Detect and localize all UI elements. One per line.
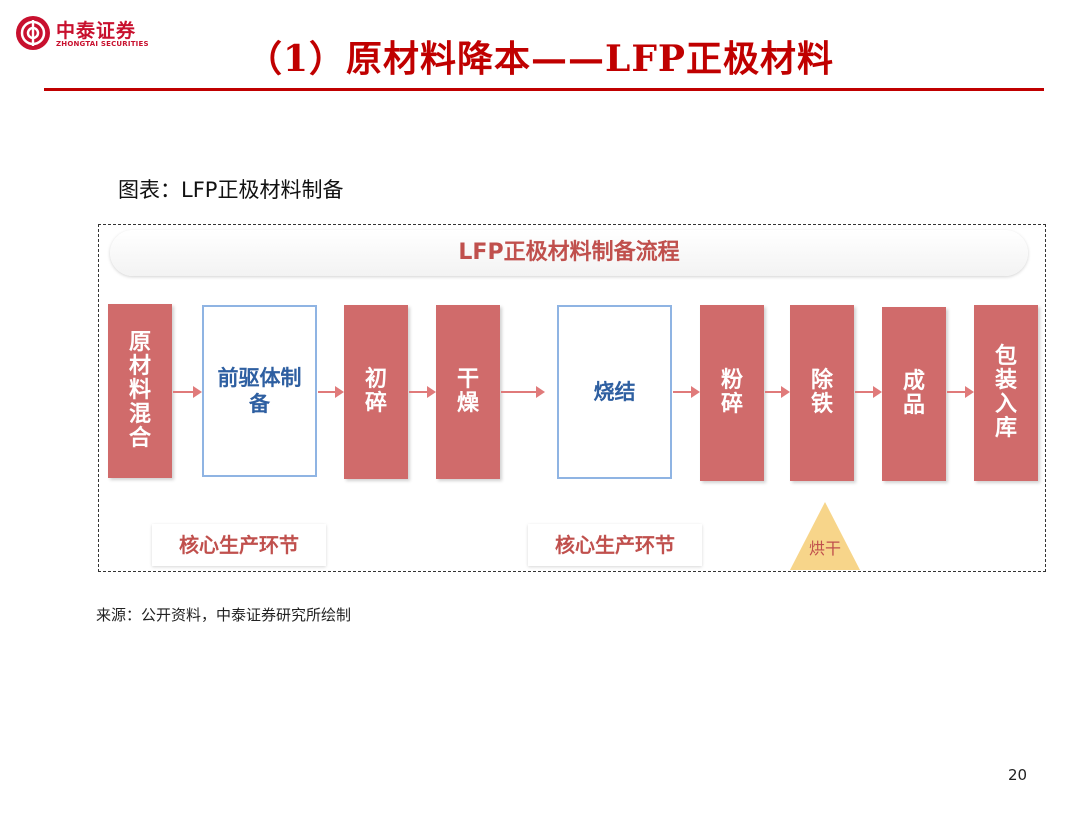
logo-text-en: ZHONGTAI SECURITIES: [56, 40, 149, 48]
logo-icon: [16, 16, 50, 50]
source-note: 来源：公开资料，中泰证券研究所绘制: [96, 606, 352, 624]
drying-triangle-icon: [790, 502, 860, 570]
flow-arrow: [409, 386, 436, 398]
step-primary-crushing: 初碎: [344, 305, 408, 479]
step-label: 包装入库: [994, 344, 1017, 441]
step-label: 初碎: [364, 367, 387, 416]
logo-text-cn: 中泰证券: [56, 20, 137, 42]
flow-arrow: [855, 386, 882, 398]
title-divider: [44, 88, 1044, 91]
step-raw-material-mixing: 原材料混合: [108, 304, 172, 478]
step-label: 粉碎: [720, 368, 743, 417]
diagram-frame: [98, 224, 1046, 572]
step-pulverizing: 粉碎: [700, 305, 764, 481]
step-packaging-storage: 包装入库: [974, 305, 1038, 481]
flow-arrow: [173, 386, 202, 398]
step-drying: 干燥: [436, 305, 500, 479]
flow-arrow: [501, 386, 545, 398]
flow-arrow: [318, 386, 344, 398]
figure-caption: 图表：LFP正极材料制备: [118, 178, 344, 202]
step-label: 成品: [902, 369, 925, 418]
step-label: 干燥: [456, 367, 479, 416]
flow-banner: LFP正极材料制备流程: [110, 230, 1028, 276]
company-logo: 中泰证券 ZHONGTAI SECURITIES: [16, 14, 166, 54]
core-process-label: 核心生产环节: [528, 524, 702, 566]
step-label: 原材料混合: [128, 330, 151, 451]
flow-arrow: [947, 386, 974, 398]
step-label: 除铁: [810, 368, 833, 417]
step-iron-removal: 除铁: [790, 305, 854, 481]
step-finished-product: 成品: [882, 307, 946, 481]
step-label: 烧结: [593, 380, 636, 404]
step-label: 前驱体制备: [217, 366, 302, 416]
page-number: 20: [1008, 766, 1028, 784]
step-sintering: 烧结: [557, 305, 672, 479]
step-precursor-preparation: 前驱体制备: [202, 305, 317, 477]
flow-arrow: [673, 386, 700, 398]
slide-title: （1）原材料降本——LFP正极材料: [246, 38, 834, 80]
flow-arrow: [765, 386, 790, 398]
drying-label: 烘干: [808, 539, 841, 558]
core-process-label: 核心生产环节: [152, 524, 326, 566]
